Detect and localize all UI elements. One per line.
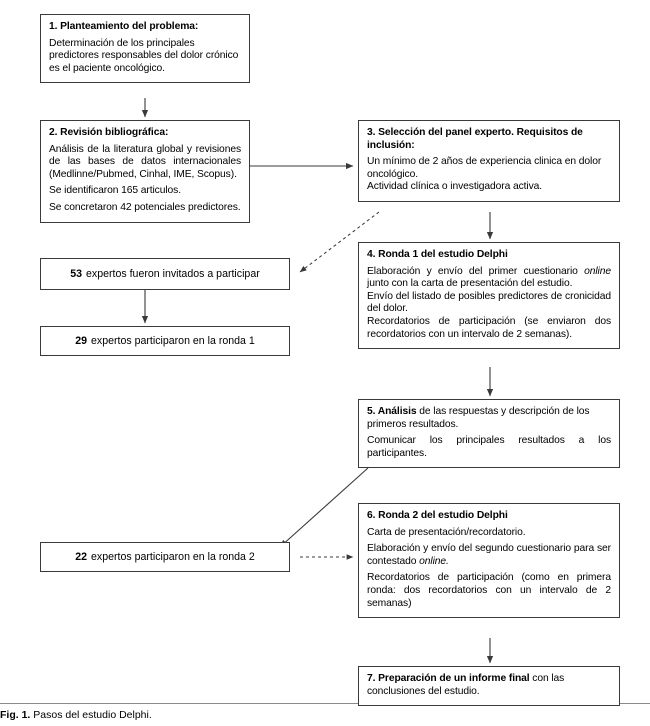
step-2-body-2: Se identificaron 165 articulos.: [49, 185, 181, 197]
step-4-body-3: Recordatorios de participación (se envia…: [367, 315, 611, 340]
step-1-header: 1. Planteamiento del problema:: [49, 21, 199, 32]
step-6-header: 6. Ronda 2 del estudio Delphi: [367, 510, 508, 521]
caption-divider: [0, 703, 650, 704]
step-2-header: 2. Revisión bibliográfica:: [49, 127, 169, 138]
step-2-body-3: Se concretaron 42 potenciales predictore…: [49, 201, 241, 213]
count-round1-label: expertos participaron en la ronda 1: [91, 335, 255, 347]
step-6-body-2-emphasis: online.: [419, 555, 449, 567]
step-4-body-2: Envío del listado de posibles predictore…: [367, 290, 611, 315]
node-step-5[interactable]: 5. Análisis de las respuestas y descripc…: [358, 399, 620, 469]
figure-caption-text: Pasos del estudio Delphi.: [33, 709, 152, 721]
step-5-body-2: Comunicar los principales resultados a l…: [367, 435, 611, 459]
step-7-header-keyword: Preparación de un informe final: [378, 673, 530, 684]
step-4-body-1-post: junto con la carta de presentación del e…: [367, 278, 573, 290]
step-4-header: 4. Ronda 1 del estudio Delphi: [367, 249, 508, 260]
step-7-header: 7. Preparación de un informe final con l…: [367, 673, 611, 698]
node-step-4[interactable]: 4. Ronda 1 del estudio Delphi Elaboració…: [358, 242, 620, 350]
count-round2-number: 22: [75, 551, 88, 563]
node-count-invited[interactable]: 53 expertos fueron invitados a participa…: [40, 258, 290, 290]
step-7-header-rest: con las conclusiones del estudio.: [367, 673, 565, 697]
count-invited-label: expertos fueron invitados a participar: [86, 268, 260, 280]
step-3-body-2: Actividad clínica o investigadora activa…: [367, 181, 543, 193]
count-invited-number: 53: [70, 268, 83, 280]
step-1-body: Determinación de los principales predict…: [49, 37, 239, 74]
node-step-1[interactable]: 1. Planteamiento del problema: Determina…: [40, 14, 250, 84]
step-3-header: 3. Selección del panel experto. Requisit…: [367, 127, 583, 151]
step-4-body-1-pre: Elaboración y envío del primer cuestiona…: [367, 265, 585, 277]
step-5-header: 5. Análisis de las respuestas y descripc…: [367, 406, 611, 431]
node-step-3[interactable]: 3. Selección del panel experto. Requisit…: [358, 120, 620, 202]
node-count-round1[interactable]: 29 expertos participaron en la ronda 1: [40, 326, 290, 356]
step-5-header-rest: de las respuestas y descripción de los p…: [367, 406, 590, 430]
node-step-2[interactable]: 2. Revisión bibliográfica: Análisis de l…: [40, 120, 250, 223]
step-7-header-number: 7.: [367, 673, 379, 684]
figure-caption: Fig. 1. Pasos del estudio Delphi.: [0, 709, 650, 722]
step-5-header-number: 5.: [367, 406, 378, 417]
node-step-7[interactable]: 7. Preparación de un informe final con l…: [358, 666, 620, 707]
step-3-body-1: Un mínimo de 2 años de experiencia clini…: [367, 156, 602, 180]
edge-step5-to-round2: [279, 467, 369, 548]
count-round1-number: 29: [75, 335, 88, 347]
step-4-body-1: Elaboración y envío del primer cuestiona…: [367, 266, 611, 291]
step-2-body-1: Análisis de la literatura global y revis…: [49, 143, 241, 180]
node-step-6[interactable]: 6. Ronda 2 del estudio Delphi Carta de p…: [358, 503, 620, 619]
step-6-body-2-pre: Elaboración y envío del segundo cuestion…: [367, 543, 611, 567]
step-6-body-3: Recordatorios de participación (como en …: [367, 572, 611, 609]
step-6-body-1: Carta de presentación/recordatorio.: [367, 526, 526, 538]
step-5-header-keyword: Análisis: [377, 406, 417, 417]
node-count-round2[interactable]: 22 expertos participaron en la ronda 2: [40, 542, 290, 572]
step-4-body-1-emphasis: online: [584, 265, 611, 277]
figure-caption-label: Fig. 1.: [0, 709, 31, 721]
count-round2-label: expertos participaron en la ronda 2: [91, 551, 255, 563]
step-6-body-2: Elaboración y envío del segundo cuestion…: [367, 543, 611, 568]
